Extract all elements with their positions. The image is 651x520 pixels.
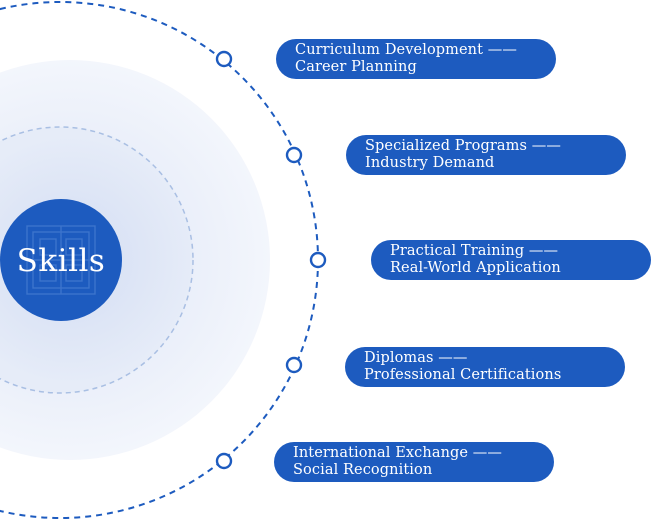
item-line1: Curriculum Development —— — [295, 42, 517, 58]
center-pattern — [26, 225, 96, 295]
inner-dashed-ring — [0, 126, 194, 394]
item-line2: Industry Demand — [365, 155, 495, 171]
node-1 — [215, 50, 233, 68]
node-3 — [309, 251, 327, 269]
center-label: Skills — [16, 243, 106, 279]
item-line1: International Exchange —— — [293, 445, 502, 461]
item-practical: Practical Training —— Real-World Applica… — [371, 240, 651, 280]
item-diplomas: Diplomas —— Professional Certifications — [345, 347, 625, 387]
item-curriculum: Curriculum Development —— Career Plannin… — [276, 39, 556, 79]
item-line1: Specialized Programs —— — [365, 138, 561, 154]
item-specialized: Specialized Programs —— Industry Demand — [346, 135, 626, 175]
item-line2: Real-World Application — [390, 260, 561, 276]
node-4 — [285, 356, 303, 374]
item-international: International Exchange —— Social Recogni… — [274, 442, 554, 482]
node-5 — [215, 452, 233, 470]
item-line2: Professional Certifications — [364, 367, 562, 383]
item-line2: Career Planning — [295, 59, 417, 75]
item-line1: Practical Training —— — [390, 243, 559, 259]
node-2 — [285, 146, 303, 164]
item-line1: Diplomas —— — [364, 350, 468, 366]
item-line2: Social Recognition — [293, 462, 433, 478]
